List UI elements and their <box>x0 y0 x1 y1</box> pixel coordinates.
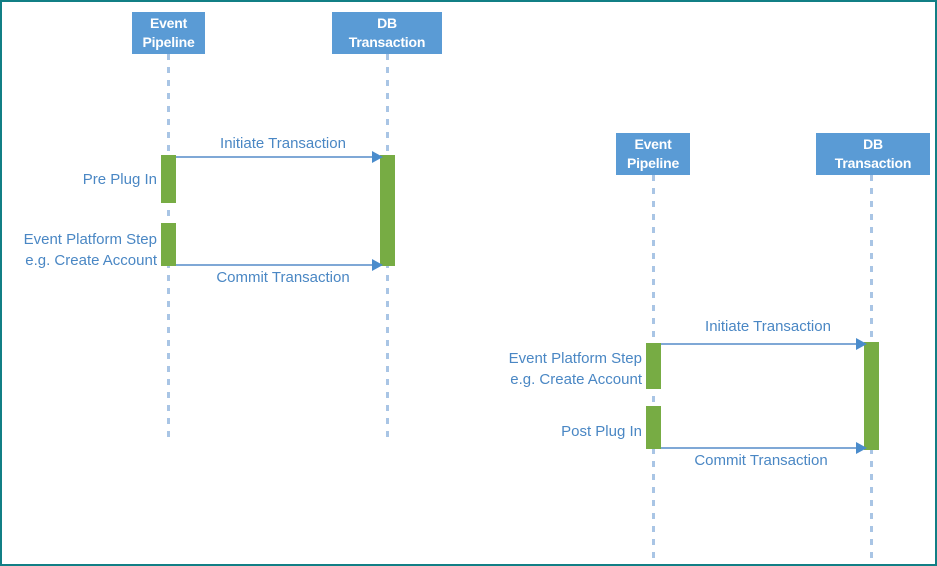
actor-label-line2: Transaction <box>834 155 912 171</box>
message-label-initiate-transaction: Initiate Transaction <box>220 135 346 152</box>
actor-label-line1: Event <box>149 15 188 31</box>
side-label-post-plug-in: Post Plug In <box>487 421 642 442</box>
actor-box-event-pipeline[interactable]: Event Pipeline <box>132 12 205 54</box>
activation-bar-event-platform-step <box>161 223 176 266</box>
side-label-event-platform-step: Event Platform Step e.g. Create Account <box>2 229 157 271</box>
message-arrowhead-initiate-transaction <box>856 338 867 350</box>
activation-bar-db-transaction <box>380 155 395 266</box>
side-label-event-platform-step: Event Platform Step e.g. Create Account <box>487 348 642 390</box>
actor-label-line2: Pipeline <box>626 155 680 171</box>
message-label-commit-transaction: Commit Transaction <box>216 269 350 286</box>
activation-bar-event-platform-step <box>646 343 661 389</box>
message-line-commit-transaction <box>661 447 864 449</box>
message-arrowhead-commit-transaction <box>372 259 383 271</box>
actor-label-line1: DB <box>863 136 883 152</box>
message-line-commit-transaction <box>176 264 380 266</box>
activation-bar-post-plug-in <box>646 406 661 449</box>
message-label-initiate-transaction: Initiate Transaction <box>705 318 831 335</box>
actor-label-line1: DB <box>377 15 397 31</box>
activation-bar-db-transaction <box>864 342 879 450</box>
activation-bar-pre-plug-in <box>161 155 176 203</box>
message-arrowhead-initiate-transaction <box>372 151 383 163</box>
side-label-line1: Event Platform Step <box>508 350 642 367</box>
side-label-line2: e.g. Create Account <box>510 371 642 388</box>
actor-box-db-transaction[interactable]: DB Transaction <box>816 133 930 175</box>
actor-label-line2: Transaction <box>348 34 426 50</box>
message-arrowhead-commit-transaction <box>856 442 867 454</box>
actor-label-line1: Event <box>634 136 672 152</box>
side-label-line2: e.g. Create Account <box>25 252 157 269</box>
side-label-line1: Event Platform Step <box>23 231 157 248</box>
actor-box-event-pipeline[interactable]: Event Pipeline <box>616 133 690 175</box>
actor-label-line2: Pipeline <box>142 34 195 50</box>
side-label-line1: Post Plug In <box>561 423 642 440</box>
actor-box-db-transaction[interactable]: DB Transaction <box>332 12 442 54</box>
side-label-line1: Pre Plug In <box>82 171 157 188</box>
message-label-commit-transaction: Commit Transaction <box>694 452 828 469</box>
side-label-pre-plug-in: Pre Plug In <box>2 169 157 190</box>
message-line-initiate-transaction <box>176 156 380 158</box>
message-line-initiate-transaction <box>661 343 864 345</box>
